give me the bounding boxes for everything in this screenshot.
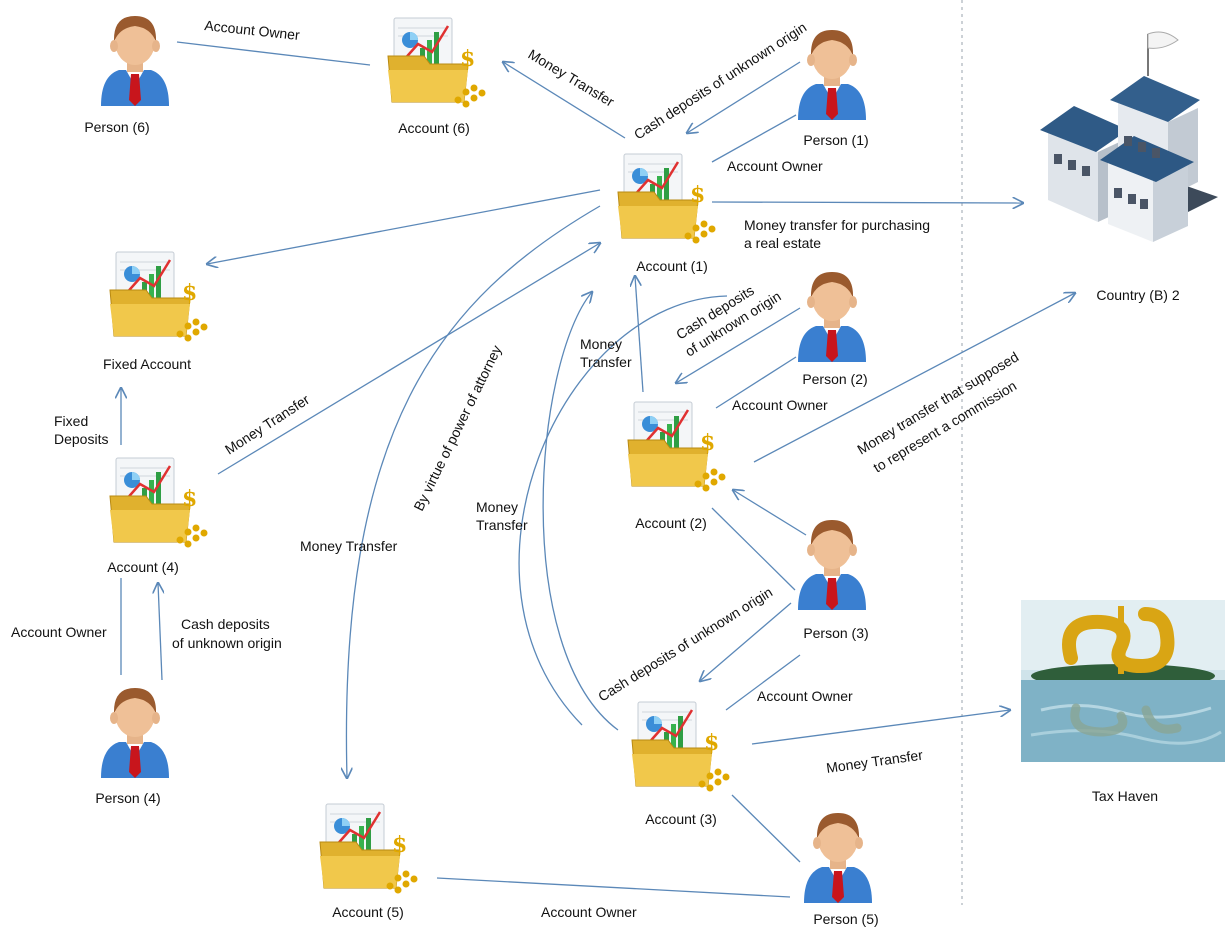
account1-icon	[616, 152, 717, 245]
edge-account1-to-country	[711, 202, 1023, 203]
edge-person2-cash-to-account2	[676, 307, 801, 383]
account6-icon	[386, 16, 487, 109]
label-country: Country (B) 2	[1096, 287, 1179, 303]
edge-label-person4-cash-1: Cash deposits	[181, 616, 270, 632]
edge-label-a3-to-taxhaven: Money Transfer	[825, 747, 924, 776]
account3-icon	[630, 700, 731, 793]
edge-person2-owner	[715, 356, 797, 409]
edge-person4-cash-to-account4	[158, 583, 162, 681]
label-account2: Account (2)	[635, 515, 707, 531]
label-account3: Account (3)	[645, 811, 717, 827]
edge-label-person1-cash: Cash deposits of unknown origin	[631, 19, 809, 143]
edge-label-person1-owner: Account Owner	[727, 158, 823, 174]
label-fixed-account: Fixed Account	[103, 356, 191, 372]
edge-account1-to-account6	[503, 62, 626, 139]
label-person3: Person (3)	[803, 625, 868, 641]
edge-label-person4-cash-2: of unknown origin	[172, 635, 282, 651]
person3-icon	[798, 520, 866, 610]
edge-label-a4-to-a1: Money Transfer	[222, 391, 313, 458]
edge-person3-owner-account2	[711, 507, 796, 591]
node-labels: Person (6) Account (6) Person (1) Accoun…	[84, 119, 1180, 927]
edge-account1-to-fixed	[207, 189, 601, 264]
edge-person6-owner	[176, 41, 371, 66]
edge-person5-owner	[436, 877, 791, 898]
country-building-icon	[1039, 31, 1219, 243]
edge-person2-cash-curve	[518, 295, 728, 726]
person2-icon	[798, 272, 866, 362]
label-account5: Account (5)	[332, 904, 404, 920]
person5-icon	[804, 813, 872, 903]
edge-account1-to-account5-attorney	[346, 205, 601, 778]
edge-account3-to-taxhaven	[751, 710, 1010, 745]
label-tax-haven: Tax Haven	[1092, 788, 1158, 804]
edge-label-a2-to-a1-2: Transfer	[580, 354, 632, 370]
edge-label-person3-cash: Cash deposits of unknown origin	[595, 584, 775, 705]
person1-icon	[798, 30, 866, 120]
edge-account2-to-account1	[635, 276, 644, 393]
edge-label-person6-owner: Account Owner	[204, 17, 301, 43]
edge-account3-to-account1	[542, 292, 619, 731]
nodes	[101, 16, 1225, 903]
account5-icon	[318, 802, 419, 895]
fixed-account-icon	[108, 250, 209, 343]
edge-label-a2-to-a1-1: Money	[580, 336, 622, 352]
label-person6: Person (6)	[84, 119, 149, 135]
edge-label-real-estate-2: a real estate	[744, 235, 821, 251]
edge-account3-person5	[731, 794, 801, 863]
label-account6: Account (6)	[398, 120, 470, 136]
person6-icon	[101, 16, 169, 106]
label-person1: Person (1)	[803, 132, 868, 148]
edge-person3-cash-to-account2	[733, 490, 807, 536]
edge-label-person5-owner: Account Owner	[541, 904, 637, 920]
edge-account4-to-account1	[217, 243, 600, 475]
edge-label-a1-to-a6: Money Transfer	[525, 46, 617, 110]
edge-label-person3-owner: Account Owner	[757, 688, 853, 704]
label-person5: Person (5)	[813, 911, 878, 927]
edge-person3-cash-to-account3	[700, 602, 792, 681]
label-account4: Account (4)	[107, 559, 179, 575]
edge-label-person2-owner: Account Owner	[732, 397, 828, 413]
edge-label-a3-to-a1-2: Transfer	[476, 517, 528, 533]
account4-icon	[108, 456, 209, 549]
edge-label-fixed-deposits-1: Fixed	[54, 413, 88, 429]
edge-person3-owner-account3	[725, 654, 801, 711]
label-person4: Person (4)	[95, 790, 160, 806]
edge-account2-to-country	[753, 293, 1075, 463]
edge-person1-owner	[711, 114, 797, 163]
edge-person1-cash-to-account1	[687, 61, 801, 133]
person4-icon	[101, 688, 169, 778]
edge-label-a1-to-a5: Money Transfer	[300, 538, 398, 554]
edge-label-real-estate-1: Money transfer for purchasing	[744, 217, 930, 233]
tax-haven-icon	[1021, 600, 1225, 762]
label-account1: Account (1)	[636, 258, 708, 274]
edge-label-a3-to-a1-1: Money	[476, 499, 518, 515]
edge-label-person4-owner: Account Owner	[11, 624, 107, 640]
edges	[121, 41, 1075, 898]
label-person2: Person (2)	[802, 371, 867, 387]
edge-label-fixed-deposits-2: Deposits	[54, 431, 108, 447]
account2-icon	[626, 400, 727, 493]
